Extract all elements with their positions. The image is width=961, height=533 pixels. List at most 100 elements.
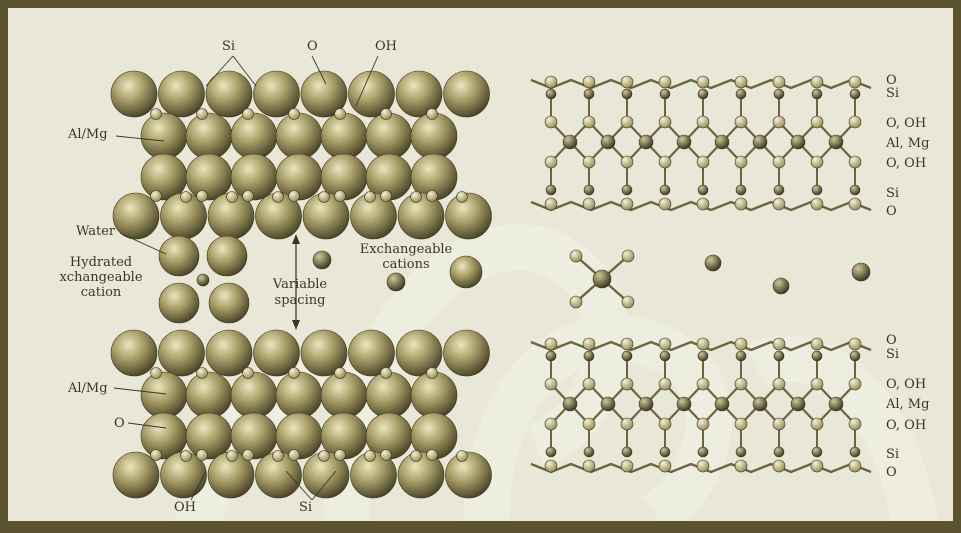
sphere-o	[186, 154, 232, 200]
hydrated-cation	[197, 274, 209, 286]
water-molecule	[159, 236, 199, 276]
atom-si	[736, 185, 746, 195]
label-si-bottom: Si	[299, 501, 312, 515]
label-r-bot-almg: Al, Mg	[886, 398, 929, 412]
atom-o	[849, 76, 861, 88]
sphere-small-atom	[335, 450, 346, 461]
sphere-small-atom	[197, 368, 208, 379]
exchangeable-cation	[313, 251, 331, 269]
atom-al-mg	[715, 397, 729, 411]
sphere-small-atom	[243, 109, 254, 120]
label-al-mg-bottom: Al/Mg	[68, 382, 108, 396]
sphere-small-atom	[181, 451, 192, 462]
atom-o	[621, 338, 633, 350]
sphere-o	[111, 71, 157, 117]
atom-si	[850, 351, 860, 361]
sphere-small-atom	[427, 368, 438, 379]
atom-al-mg	[791, 135, 805, 149]
atom-o	[811, 460, 823, 472]
label-exchangeable: Exchangeable	[346, 243, 466, 257]
label-r-bot-si1: Si	[886, 348, 899, 362]
label-hydrated-line1: Hydrated	[46, 256, 156, 270]
atom-o	[545, 338, 557, 350]
atom-o	[621, 76, 633, 88]
exchangeable-cation	[773, 278, 789, 294]
sphere-o	[411, 372, 457, 418]
label-spacing: spacing	[260, 294, 340, 308]
atom-o	[849, 460, 861, 472]
label-r-bot-o1: O	[886, 334, 897, 348]
atom-o	[735, 198, 747, 210]
label-r-top-si2: Si	[886, 187, 899, 201]
sphere-o	[444, 71, 490, 117]
figure-canvas: Si O OH Al/Mg Water Hydrated xchangeable…	[16, 16, 961, 529]
atom-si	[698, 89, 708, 99]
atom-al-mg	[601, 135, 615, 149]
sphere-small-atom	[151, 191, 162, 202]
atom-o	[659, 460, 671, 472]
atom-o	[773, 76, 785, 88]
atom-o	[849, 338, 861, 350]
atom-o-oh	[697, 116, 709, 128]
atom-si	[660, 351, 670, 361]
atom-si	[850, 185, 860, 195]
atom-o-oh	[697, 378, 709, 390]
atom-o-oh	[621, 156, 633, 168]
atom-o-oh	[583, 418, 595, 430]
sphere-small-atom	[197, 109, 208, 120]
atom-o-oh	[621, 378, 633, 390]
atom-si	[774, 185, 784, 195]
atom-o-oh	[659, 156, 671, 168]
atom-si	[584, 351, 594, 361]
atom-o	[545, 76, 557, 88]
label-oh-top: OH	[375, 40, 397, 54]
clay-structure-illustration	[16, 16, 961, 529]
sphere-small-atom	[243, 368, 254, 379]
atom-o-oh	[849, 116, 861, 128]
spacing-arrowhead-down	[292, 320, 300, 330]
sphere-small-atom	[181, 192, 192, 203]
atom-si	[660, 447, 670, 457]
atom-o	[697, 338, 709, 350]
atom-o-oh	[811, 418, 823, 430]
atom-al-mg	[563, 397, 577, 411]
atom-si	[622, 447, 632, 457]
left-lower-silicate-layer	[111, 330, 492, 498]
sphere-small-atom	[427, 450, 438, 461]
atom-o-oh	[697, 156, 709, 168]
label-al-mg-top: Al/Mg	[68, 128, 108, 142]
water-oxygen	[570, 296, 582, 308]
water-molecule	[207, 236, 247, 276]
atom-o	[697, 460, 709, 472]
atom-o-oh	[545, 156, 557, 168]
label-o-bottom: O	[114, 417, 125, 431]
atom-al-mg	[639, 397, 653, 411]
label-water: Water	[76, 225, 115, 239]
label-r-bot-o2: O	[886, 466, 897, 480]
atom-o-oh	[811, 116, 823, 128]
atom-o	[621, 198, 633, 210]
sphere-small-atom	[289, 368, 300, 379]
atom-si	[546, 185, 556, 195]
label-r-top-o2: O	[886, 205, 897, 219]
sphere-small-atom	[411, 192, 422, 203]
sphere-o	[321, 372, 367, 418]
sphere-small-atom	[381, 191, 392, 202]
sphere-small-atom	[365, 451, 376, 462]
atom-si	[546, 351, 556, 361]
sphere-small-atom	[335, 368, 346, 379]
label-si-top: Si	[222, 40, 235, 54]
atom-al-mg	[753, 135, 767, 149]
atom-o	[811, 198, 823, 210]
atom-si	[850, 447, 860, 457]
atom-si	[622, 89, 632, 99]
atom-o	[773, 198, 785, 210]
atom-o	[583, 198, 595, 210]
atom-o	[735, 76, 747, 88]
sphere-small-atom	[319, 451, 330, 462]
atom-si	[850, 89, 860, 99]
atom-o-oh	[849, 418, 861, 430]
sphere-o	[159, 330, 205, 376]
atom-al-mg	[601, 397, 615, 411]
